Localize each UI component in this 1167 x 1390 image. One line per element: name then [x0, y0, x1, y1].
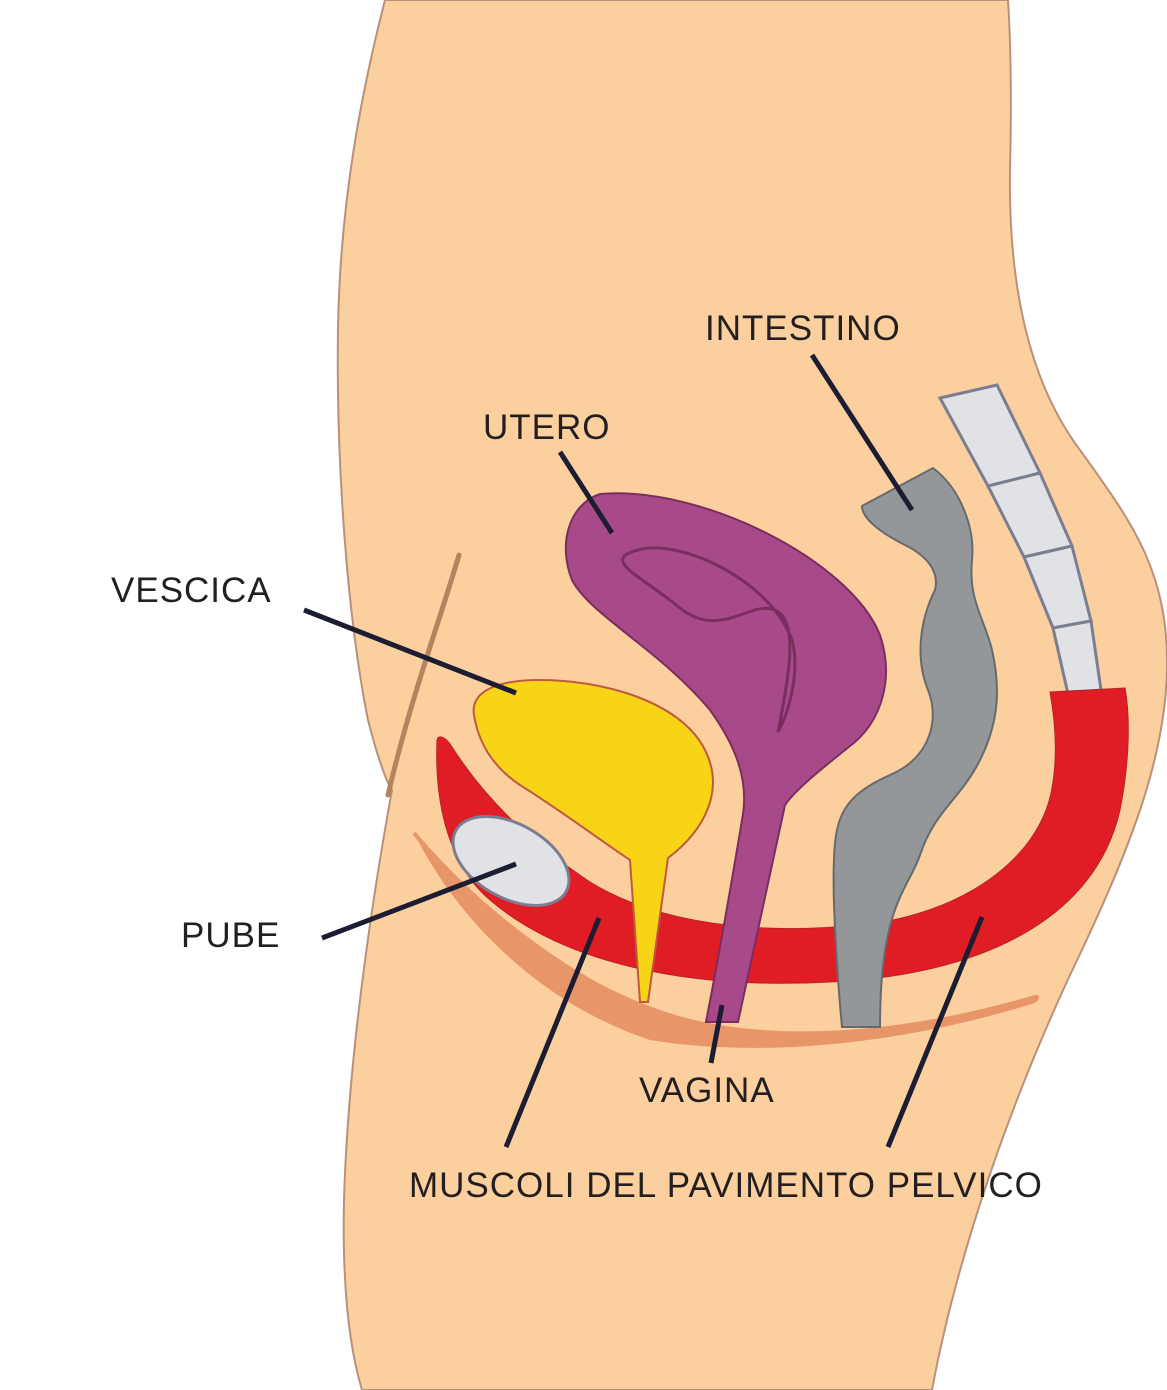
leader-lines [303, 353, 985, 1148]
label-intestino: INTESTINO [705, 309, 901, 348]
intestine-organ [832, 466, 998, 1028]
label-vagina: VAGINA [639, 1071, 775, 1110]
leader-line-pube [321, 861, 517, 941]
leader-line-muscoli-right [885, 916, 985, 1148]
leader-line-muscoli-left [503, 917, 602, 1148]
fascia-line [412, 831, 661, 1017]
label-utero: UTERO [483, 408, 611, 447]
leader-line-vagina [708, 1004, 725, 1064]
pubic-bone [451, 815, 571, 907]
leader-line-intestino [809, 353, 915, 512]
label-vescica: VESCICA [111, 571, 272, 610]
label-pube: PUBE [181, 916, 281, 955]
uterus-organ [564, 492, 887, 1023]
label-muscoli-del-pavimento-pelvico: MUSCOLI DEL PAVIMENTO PELVICO [409, 1166, 1043, 1205]
leader-line-utero [557, 450, 615, 535]
bladder-organ [472, 678, 714, 1003]
groin-crease [385, 552, 462, 798]
uterine-cavity [621, 546, 797, 733]
pelvic-floor-muscle [436, 687, 1129, 984]
leader-line-vescica [303, 607, 517, 696]
